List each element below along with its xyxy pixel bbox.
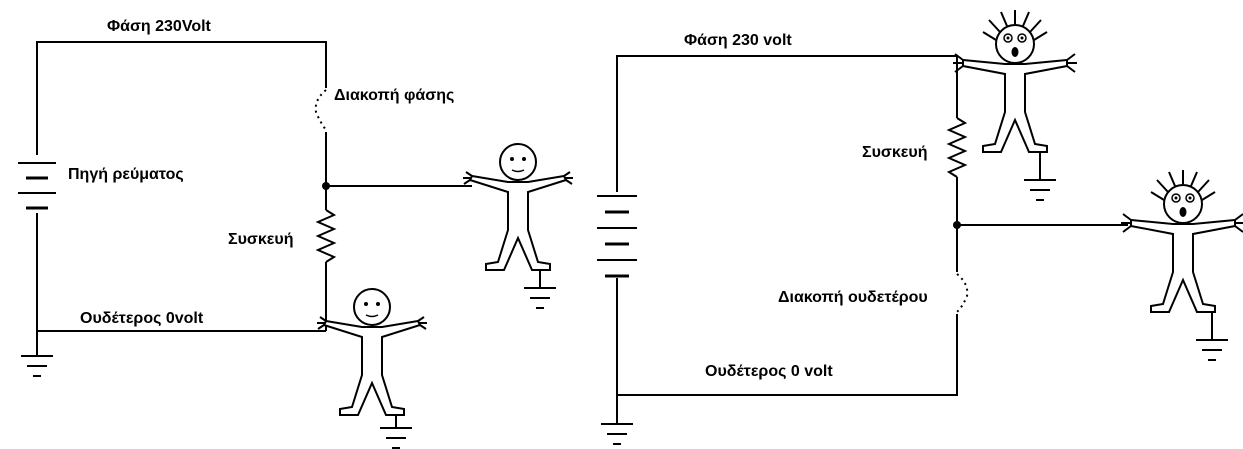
right-phase-wire	[616, 55, 958, 192]
left-circuit: Φάση 230Volt Διακοπή φάσης Πηγή ρεύματος…	[18, 18, 574, 449]
left-ground-icon	[20, 355, 54, 377]
left-phase-wire	[36, 41, 327, 155]
left-phase-label: Φάση 230Volt	[107, 18, 212, 35]
left-phase-break	[314, 89, 327, 131]
left-figure2-ground-icon	[379, 427, 413, 449]
left-device-label: Συσκευή	[228, 231, 293, 248]
right-phase-label: Φάση 230 volt	[684, 32, 792, 49]
right-circuit: Φάση 230 volt Συσκευή Διακοπή ουδετέρου …	[597, 9, 1243, 445]
right-resistor	[946, 117, 968, 178]
right-neutral-label: Ουδέτερος 0 volt	[705, 363, 833, 380]
right-battery	[597, 195, 637, 278]
right-neutral-break	[956, 273, 969, 313]
person-shock-icon	[952, 9, 1078, 153]
left-phase-break-label: Διακοπή φάσης	[334, 87, 454, 104]
left-neutral-label: Ουδέτερος 0volt	[80, 310, 204, 327]
person-shock-icon	[1120, 169, 1243, 313]
person-calm-icon	[462, 143, 574, 271]
right-ground-icon	[600, 423, 634, 445]
left-figure1-ground-icon	[523, 287, 557, 309]
left-battery	[18, 162, 56, 210]
right-device-label: Συσκευή	[862, 144, 927, 161]
right-figure2-ground-icon	[1195, 339, 1229, 361]
person-calm-icon	[316, 288, 428, 416]
left-source-label: Πηγή ρεύματος	[68, 166, 184, 183]
right-neutral-wire	[616, 278, 958, 396]
right-figure1-ground-icon	[1023, 179, 1057, 201]
left-resistor	[315, 209, 337, 263]
right-neutral-break-label: Διακοπή ουδετέρου	[778, 289, 928, 306]
